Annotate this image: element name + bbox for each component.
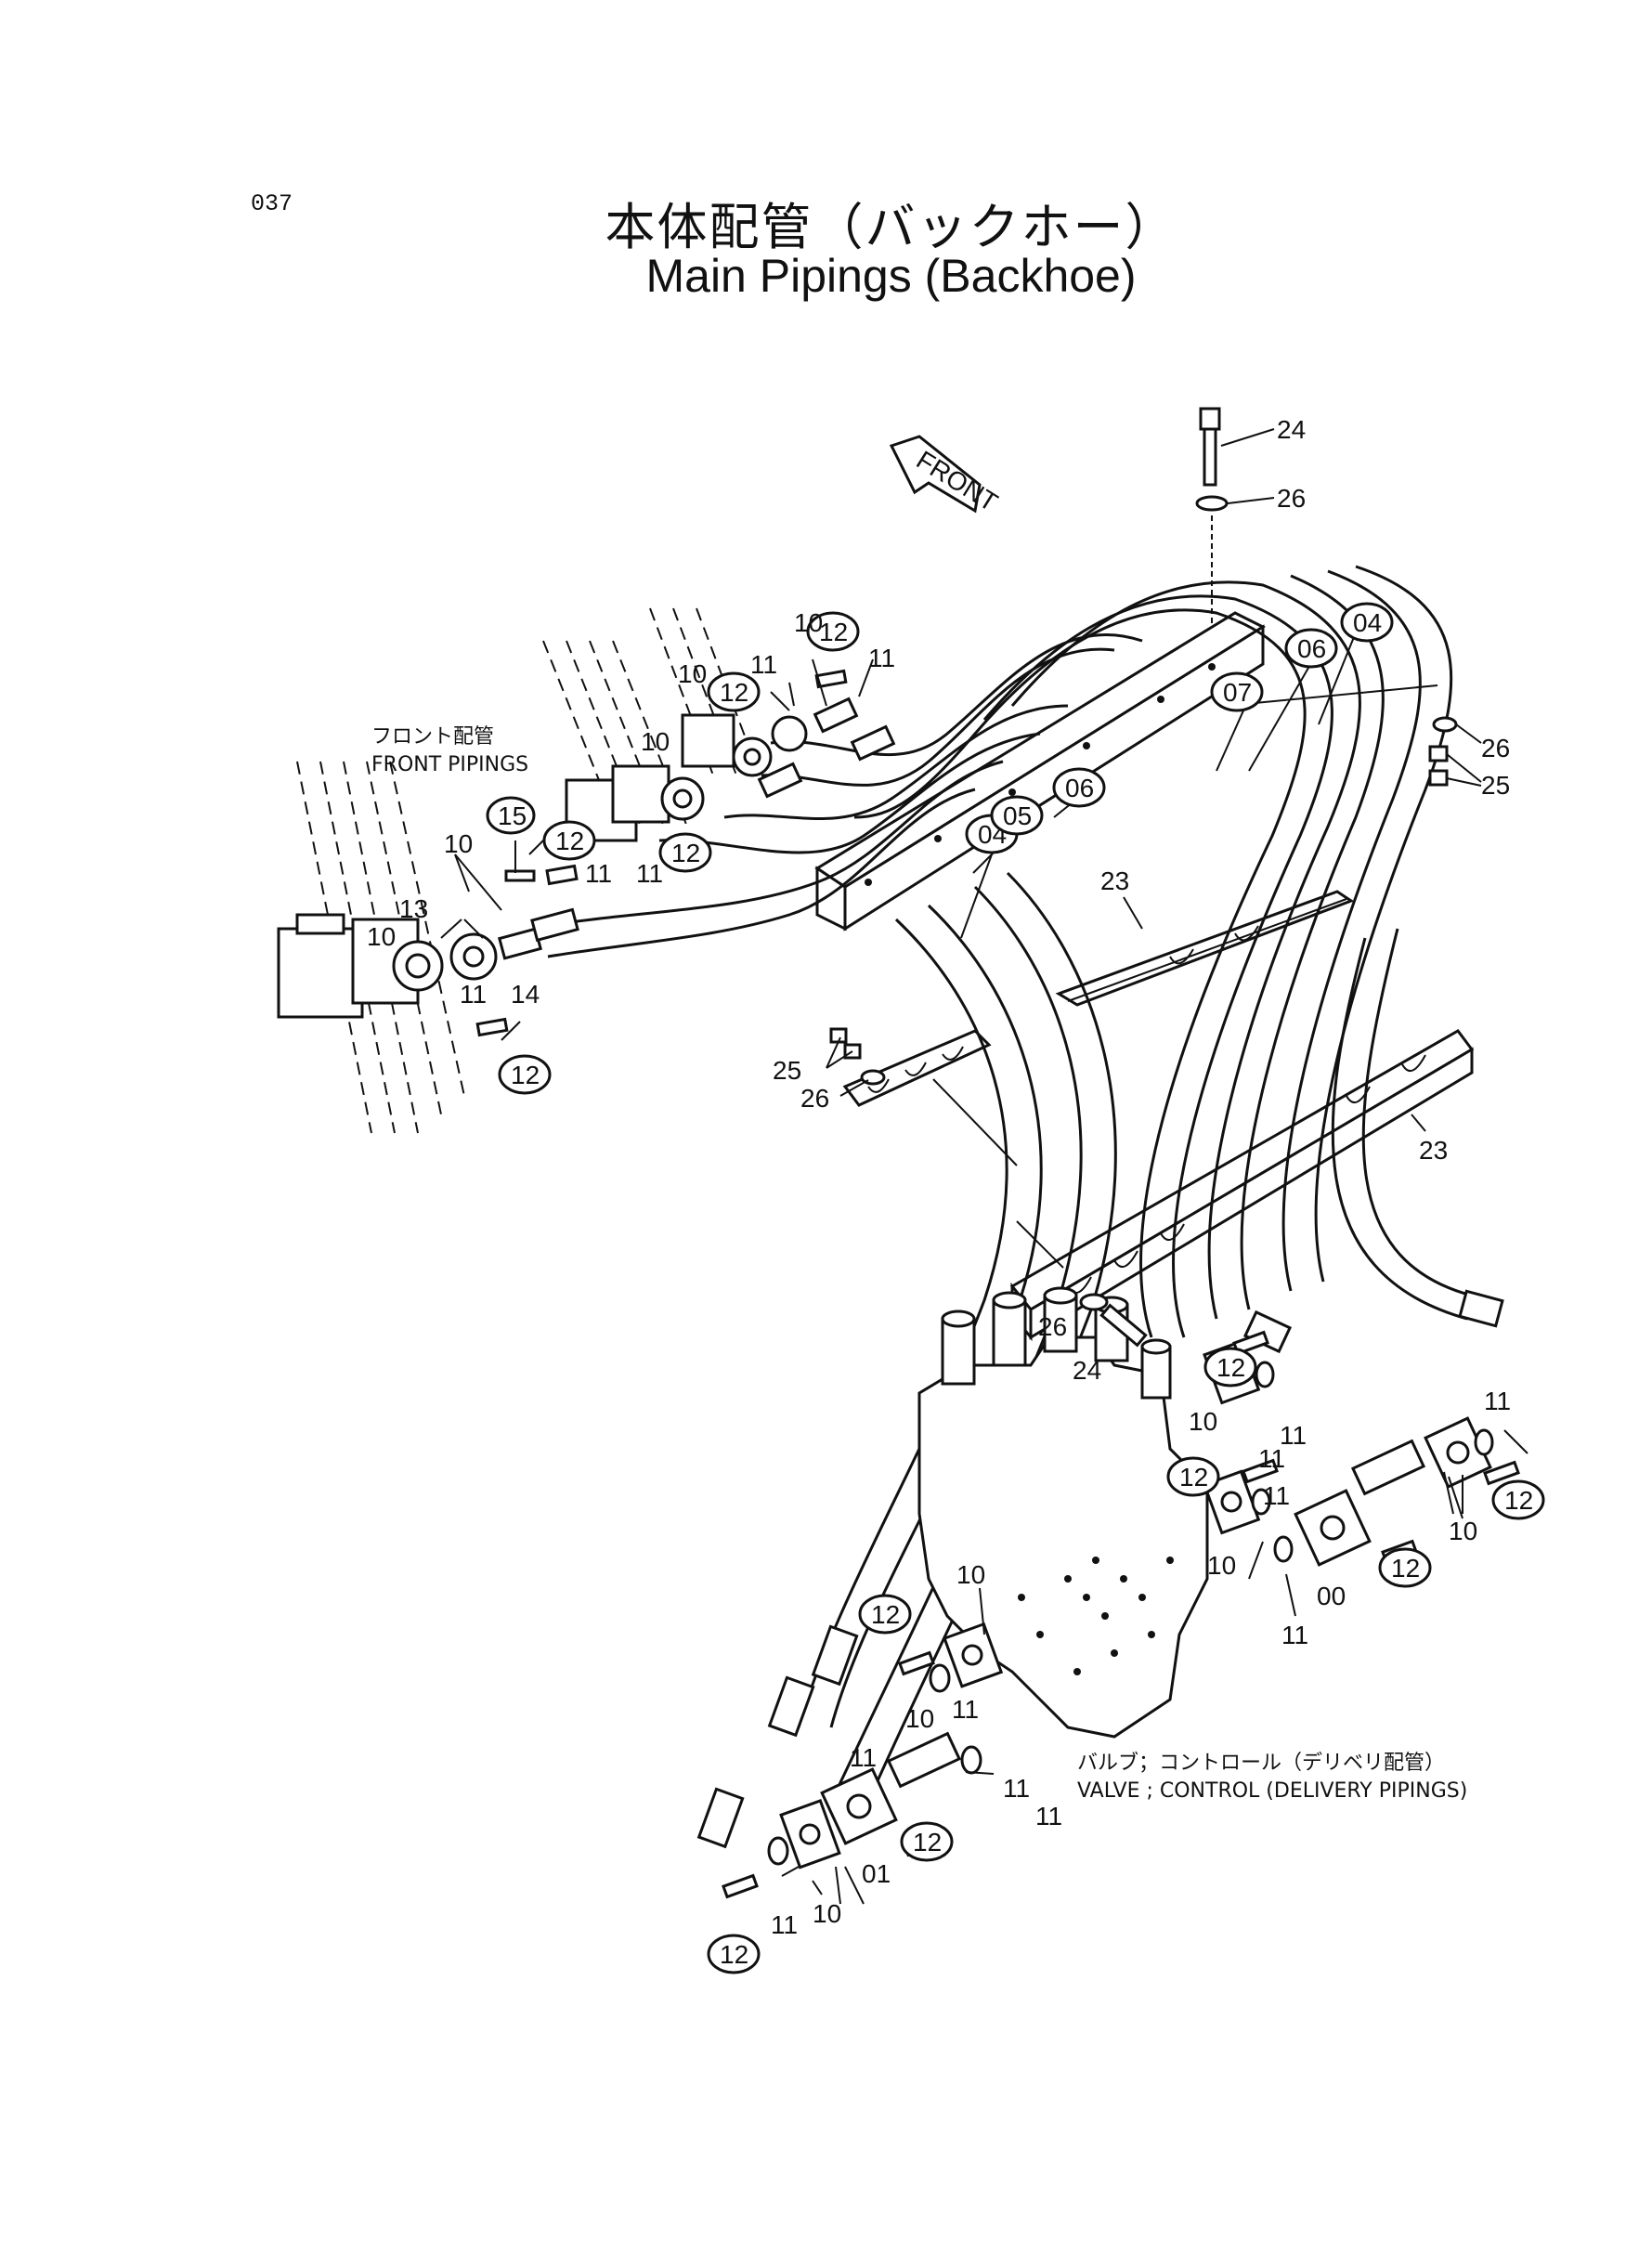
label-10: 10: [641, 727, 670, 756]
label-11: 11: [636, 859, 663, 888]
front-pipings-note-en: FRONT PIPINGS: [371, 753, 528, 776]
label-12: 12: [720, 1940, 748, 1969]
label-10: 10: [794, 608, 823, 637]
label-11: 11: [771, 1910, 798, 1939]
label-12: 12: [819, 618, 848, 646]
label-12: 12: [871, 1600, 900, 1629]
front-pipings-note-jp: フロント配管: [371, 725, 494, 749]
label-10: 10: [813, 1899, 841, 1928]
label-11: 11: [460, 980, 487, 1009]
page-title-japanese: 本体配管（バックホー）: [605, 198, 1177, 256]
top-bolt-assembly: 24 26: [1195, 407, 1306, 627]
label-11: 11: [1280, 1421, 1307, 1450]
circled-label-06: 06 06: [1052, 628, 1338, 808]
label-23: 23: [1419, 1136, 1448, 1165]
label-11: 11: [585, 859, 612, 888]
label-11: 11: [1281, 1621, 1308, 1649]
label-10: 10: [956, 1560, 985, 1589]
label-00: 00: [1317, 1582, 1346, 1610]
label-11: 11: [1484, 1387, 1511, 1415]
page-number: 037: [251, 190, 293, 217]
label-24: 24: [1073, 1356, 1101, 1385]
label-12: 12: [511, 1061, 540, 1089]
label-25: 25: [773, 1056, 801, 1085]
label-24-top: 24: [1277, 415, 1306, 444]
control-valve-note-jp: バルブ；コントロール（デリベリ配管）: [1077, 1752, 1445, 1775]
label-13: 13: [399, 894, 428, 923]
front-pipings-note: フロント配管 FRONT PIPINGS: [371, 725, 528, 776]
label-11: 11: [750, 650, 777, 679]
circled-label-15: 15: [486, 796, 536, 835]
upper-clamp-bar: [814, 611, 1267, 932]
part-number-labels: 12 12 12 12 12 12 12 12 12 12 12 12 15 0…: [367, 602, 1545, 1974]
label-06: 06: [1297, 634, 1326, 663]
label-10: 10: [678, 659, 707, 688]
circled-label-12: 12 12 12 12 12 12 12 12 12 12 12 12: [498, 611, 1545, 1974]
label-11: 11: [1003, 1774, 1030, 1803]
control-valve-note: バルブ；コントロール（デリベリ配管） VALVE ; CONTROL (DELI…: [1077, 1752, 1467, 1803]
label-25: 25: [1481, 771, 1510, 800]
label-26-top: 26: [1277, 484, 1306, 513]
label-10: 10: [905, 1704, 934, 1733]
label-14: 14: [511, 980, 540, 1009]
label-01: 01: [862, 1859, 891, 1888]
front-direction-arrow: FRONT: [889, 435, 1003, 517]
label-11: 11: [1035, 1802, 1062, 1831]
clamp-bar-23-middle: [1055, 890, 1355, 1007]
label-12: 12: [555, 827, 584, 855]
label-11: 11: [1258, 1444, 1285, 1473]
label-26: 26: [1038, 1312, 1067, 1341]
label-11: 11: [850, 1743, 877, 1772]
label-05: 05: [1003, 801, 1032, 830]
clamp-bolt-assemblies: [826, 684, 1482, 1348]
control-valve-note-en: VALVE ; CONTROL (DELIVERY PIPINGS): [1077, 1779, 1467, 1803]
label-15: 15: [498, 801, 527, 830]
pipe-sleeves: [696, 1289, 1504, 1849]
label-11: 11: [868, 644, 895, 672]
front-pipings-valve-bank: [277, 607, 896, 1134]
label-10: 10: [444, 829, 473, 858]
label-26: 26: [800, 1084, 829, 1113]
label-04: 04: [1353, 608, 1382, 637]
label-10: 10: [1207, 1551, 1236, 1580]
label-12: 12: [671, 839, 700, 867]
label-23: 23: [1100, 866, 1129, 895]
label-12: 12: [1216, 1353, 1245, 1382]
label-11: 11: [1263, 1481, 1290, 1510]
label-11: 11: [952, 1695, 979, 1724]
clamp-bar-23-left: [842, 1029, 992, 1107]
circled-label-07: 07: [1210, 671, 1264, 712]
label-07: 07: [1223, 678, 1252, 707]
label-10: 10: [367, 922, 396, 951]
label-06: 06: [1065, 774, 1094, 802]
label-10: 10: [1449, 1517, 1477, 1545]
label-12: 12: [1179, 1463, 1208, 1492]
circled-label-05: 05: [990, 795, 1044, 836]
label-12: 12: [1391, 1554, 1420, 1583]
leader-lines: [440, 627, 1528, 1905]
label-12: 12: [720, 678, 748, 707]
label-12: 12: [1504, 1486, 1533, 1515]
label-12: 12: [913, 1828, 942, 1857]
label-10: 10: [1189, 1407, 1217, 1436]
page-title-english: Main Pipings (Backhoe): [645, 250, 1137, 302]
label-26: 26: [1481, 734, 1510, 762]
